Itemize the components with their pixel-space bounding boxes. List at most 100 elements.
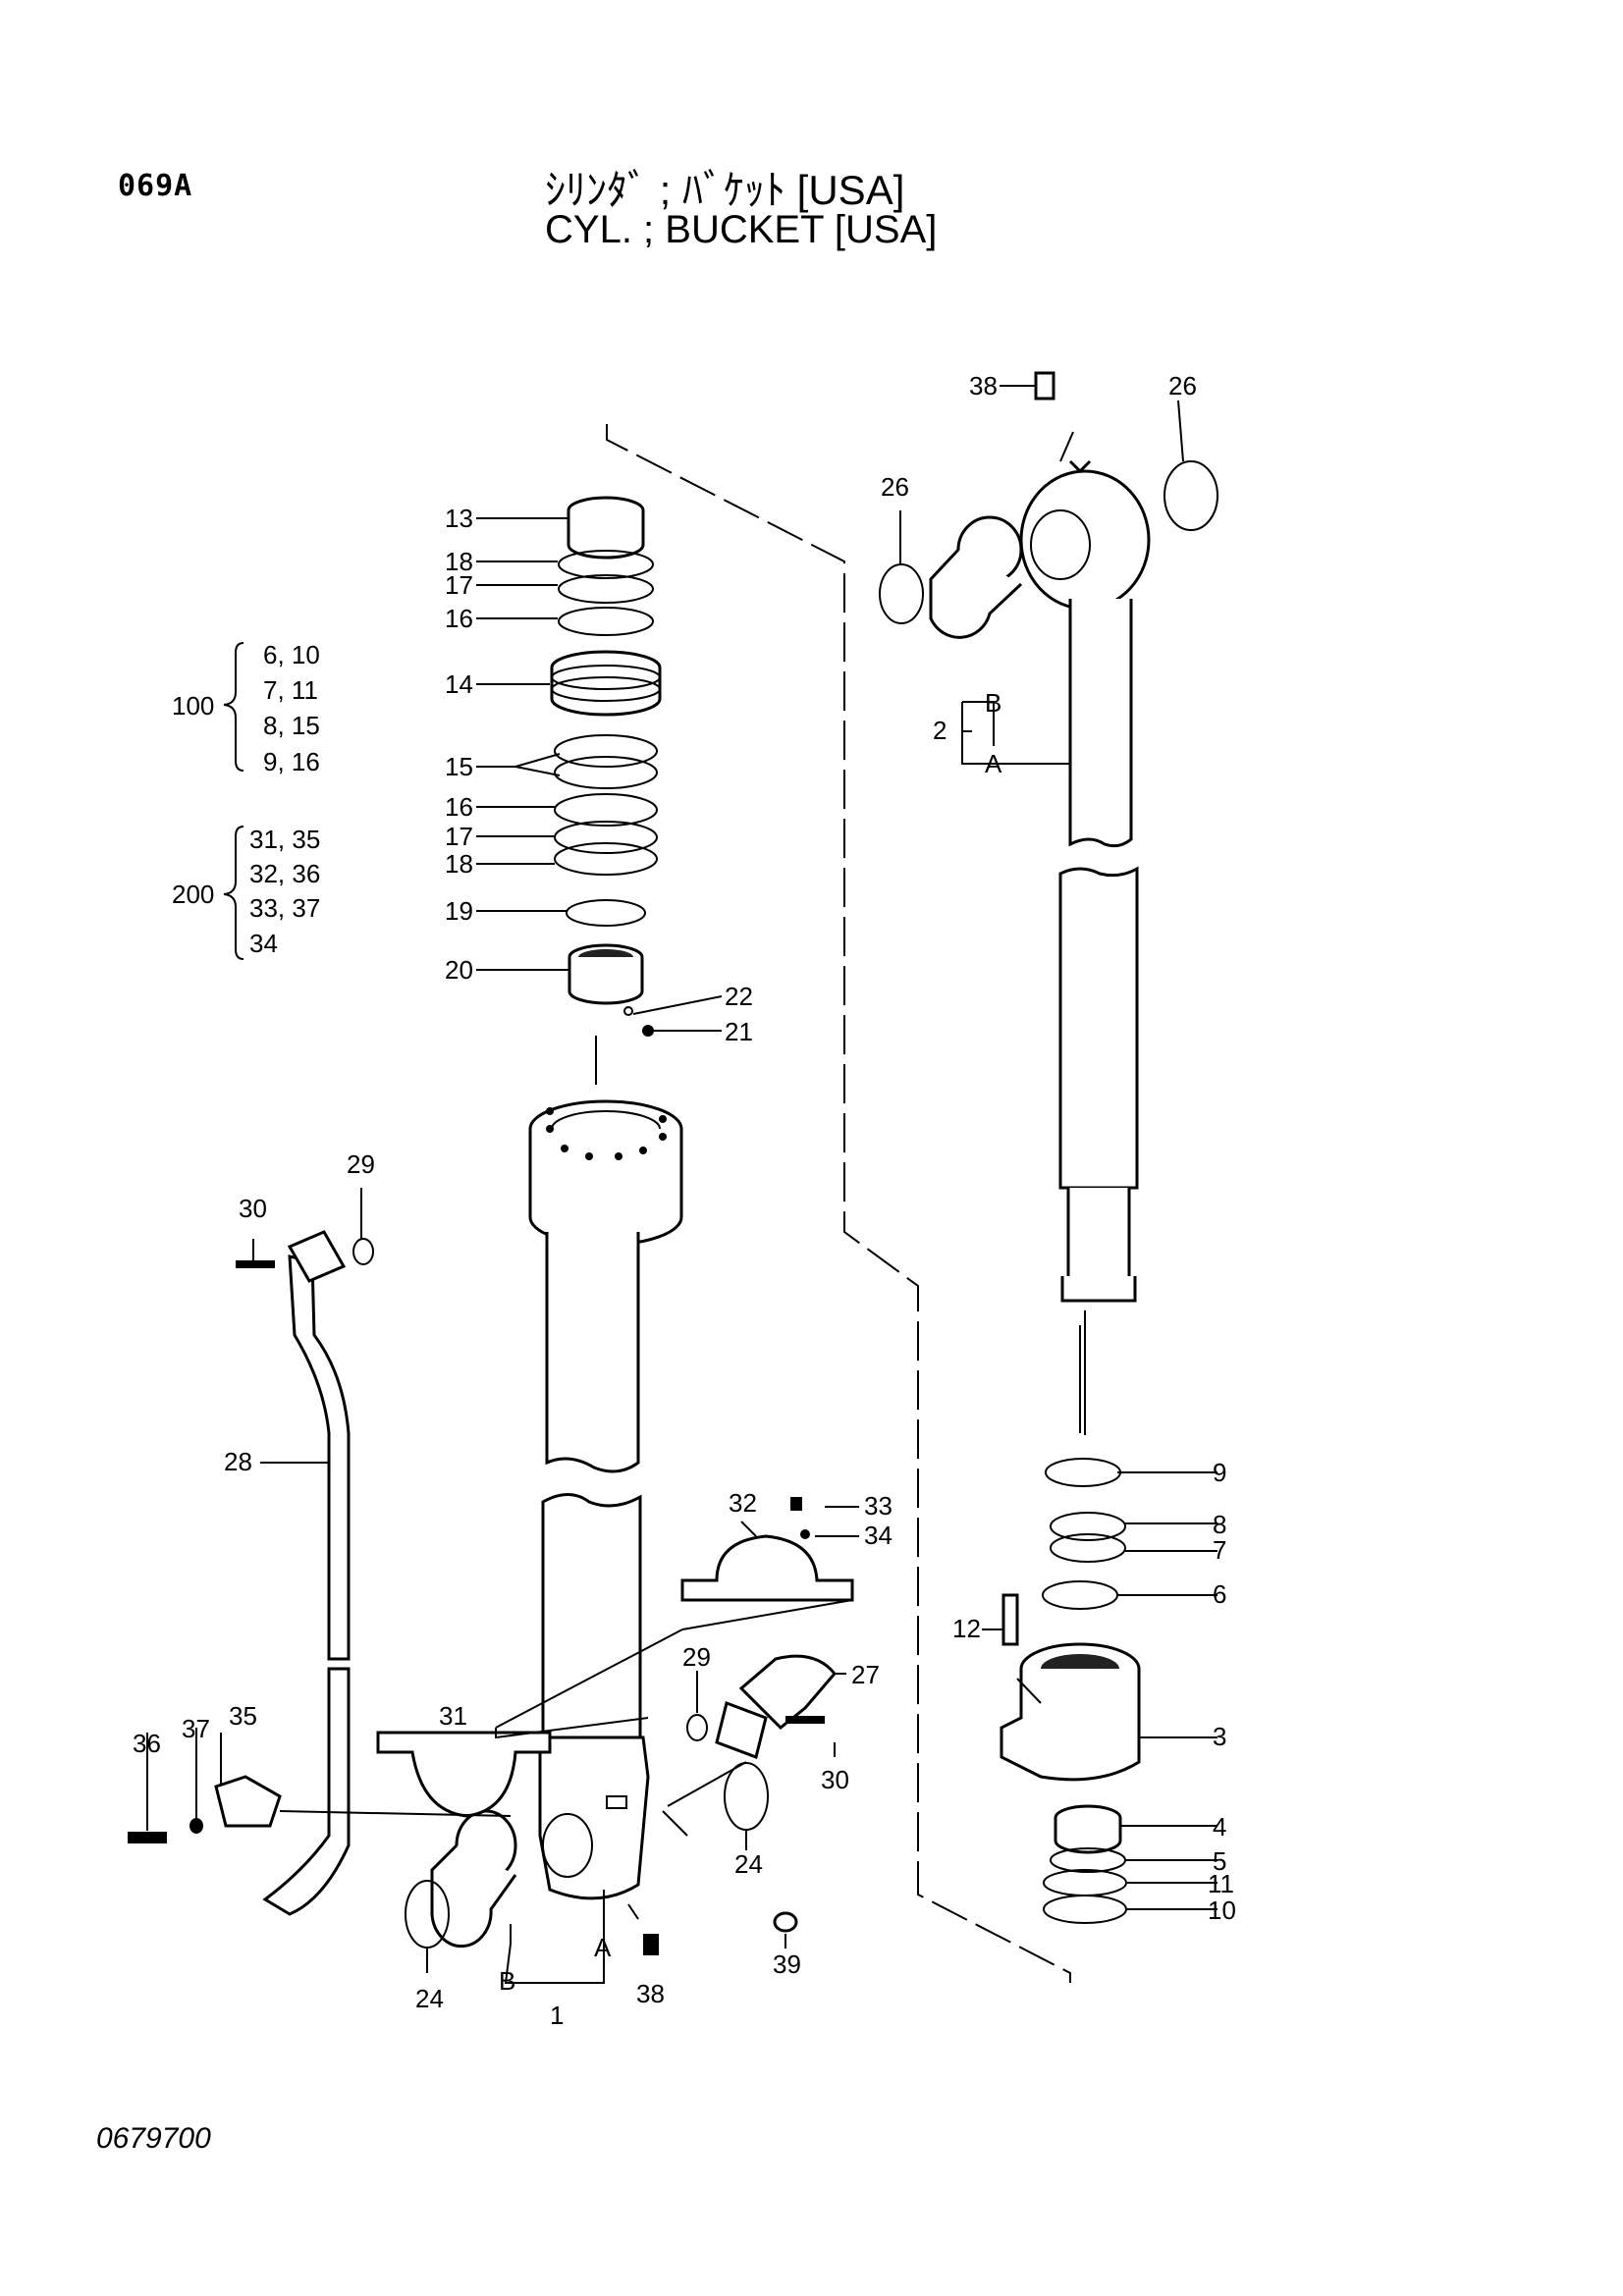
oring-29-top (352, 1238, 374, 1265)
callout-2: 2 (933, 716, 947, 745)
bushing-2B (929, 515, 1023, 639)
callout-39: 39 (773, 1949, 801, 1979)
ring-10 (1043, 1895, 1127, 1924)
pipe-27 (715, 1654, 837, 1759)
callout-33: 33 (864, 1491, 893, 1521)
hose-pipe-28 (262, 1230, 351, 1916)
callout-5: 5 (1213, 1846, 1226, 1876)
kit-200-part: 31, 35 (249, 825, 320, 854)
kit-100-part: 8, 15 (263, 711, 320, 740)
kit-brace-100 (223, 642, 244, 772)
ring-11 (1043, 1869, 1127, 1896)
kit-brace-200 (223, 826, 244, 960)
callout-17: 17 (445, 822, 473, 851)
screw-21 (642, 1025, 654, 1037)
callout-27: 27 (851, 1660, 880, 1689)
callout-24: 24 (415, 1984, 444, 2013)
callout-26: 26 (881, 472, 909, 502)
callout-22: 22 (725, 982, 753, 1011)
callout-7: 7 (1213, 1535, 1226, 1565)
bolt-36 (128, 1832, 167, 1843)
callout-10: 10 (1208, 1896, 1236, 1925)
callout-12: 12 (952, 1614, 981, 1643)
rod-cover-3 (1000, 1642, 1141, 1782)
title-english: CYL. ; BUCKET [USA] (545, 208, 938, 251)
seal-6 (1042, 1580, 1118, 1610)
piston-rod (1058, 599, 1139, 1303)
kit-200-part: 32, 36 (249, 859, 320, 888)
callout-3: 3 (1213, 1722, 1226, 1751)
seal-24-right (724, 1762, 769, 1831)
callout-19: 19 (445, 896, 473, 926)
kit-200-part: 34 (249, 929, 278, 958)
title-japanese: ｼﾘﾝﾀﾞ ; ﾊﾞｹｯﾄ [USA] (545, 167, 905, 213)
callout-35: 35 (229, 1701, 257, 1731)
callout-16: 16 (445, 604, 473, 633)
bushing-13 (567, 496, 645, 560)
callout-2-A: A (985, 749, 1002, 778)
callout-38: 38 (636, 1979, 665, 2008)
callout-16: 16 (445, 792, 473, 822)
callout-9: 9 (1213, 1458, 1226, 1487)
kit-200-id: 200 (172, 880, 214, 909)
bushing-1B (430, 1809, 517, 1949)
callout-36: 36 (133, 1729, 161, 1758)
callout-14: 14 (445, 669, 473, 699)
callout-11: 11 (1208, 1869, 1234, 1898)
callout-20: 20 (445, 955, 473, 985)
callout-24: 24 (734, 1849, 763, 1879)
oring-29-lower (686, 1714, 708, 1741)
callout-29: 29 (347, 1149, 375, 1179)
callout-30: 30 (239, 1194, 267, 1223)
seal-24-left (405, 1880, 450, 1949)
callout-1-A: A (594, 1933, 612, 1962)
callout-18: 18 (445, 547, 473, 576)
callout-31: 31 (439, 1701, 467, 1731)
callout-38: 38 (969, 371, 998, 400)
callout-1: 1 (550, 2001, 564, 2030)
seal-rings-lower (554, 734, 658, 876)
callout-18: 18 (445, 849, 473, 879)
cylinder-bottom-eye (538, 1735, 650, 1900)
assembly-boundary-line (606, 424, 1071, 1983)
rod-eye (1019, 459, 1151, 611)
callout-26: 26 (1168, 371, 1197, 400)
seal-26-right (1163, 460, 1218, 531)
callout-32: 32 (729, 1488, 757, 1518)
washer-37 (189, 1818, 203, 1834)
grease-fitting-38-top (1034, 371, 1055, 400)
seal-9 (1045, 1458, 1121, 1487)
kit-100-id: 100 (172, 691, 214, 721)
cylinder-tube (541, 1232, 642, 1739)
callout-4: 4 (1213, 1812, 1226, 1842)
pin-22 (623, 1006, 633, 1016)
bracket-35 (214, 1775, 282, 1828)
callout-30: 30 (821, 1765, 849, 1794)
piston-14 (550, 650, 662, 717)
leader-lines (146, 385, 1217, 1984)
drawing-number: 0679700 (96, 2122, 211, 2155)
callout-15: 15 (445, 752, 473, 781)
kit-100-part: 9, 16 (263, 747, 320, 776)
seal-rings-upper (558, 550, 654, 636)
callout-29: 29 (682, 1642, 711, 1672)
callout-1-B: B (499, 1966, 515, 1996)
callout-28: 28 (224, 1447, 252, 1476)
callout-8: 8 (1213, 1510, 1226, 1539)
kit-100-part: 7, 11 (263, 675, 318, 705)
bolt-30-top (236, 1260, 275, 1268)
seal-7 (1050, 1533, 1126, 1563)
kit-200-part: 33, 37 (249, 893, 320, 923)
callout-17: 17 (445, 570, 473, 600)
callout-21: 21 (725, 1017, 753, 1046)
bushing-4 (1054, 1804, 1122, 1854)
plug-39 (773, 1911, 798, 1933)
callout-13: 13 (445, 504, 473, 533)
grease-fitting-38-lower (643, 1934, 659, 1955)
seal-8 (1050, 1512, 1126, 1541)
kit-100-part: 6, 10 (263, 640, 320, 669)
page-code: 069A (118, 169, 193, 203)
callout-37: 37 (182, 1714, 210, 1743)
seal-26-left (879, 563, 924, 624)
